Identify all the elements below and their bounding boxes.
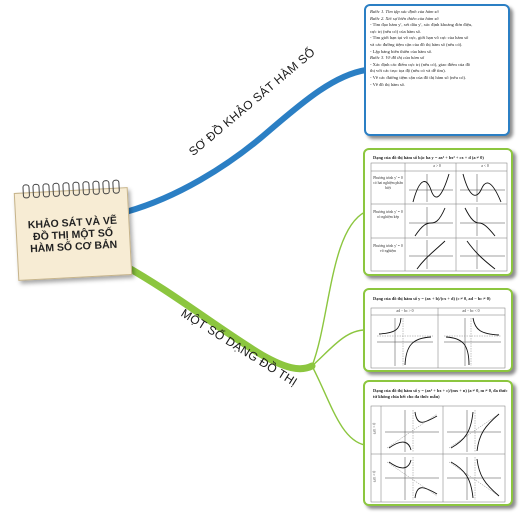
upper-branch-curve: [115, 67, 369, 217]
connector-frac2-box: [311, 365, 366, 446]
cubic-graphs-box[interactable]: Dạng của đồ thị hàm số bậc ba y = ax³ + …: [363, 148, 513, 276]
step-line: Bước 2. Xét sự biến thiên của hàm số: [370, 15, 439, 21]
cubic-box-title: Dạng của đồ thị hàm số bậc ba y = ax³ + …: [373, 155, 484, 160]
step-line: thị với các trục tọa độ (nếu có và dễ tì…: [370, 68, 446, 74]
cubic-table: [370, 162, 508, 272]
step-line: cực trị (nếu có) của hàm số.: [370, 28, 422, 34]
connector-cubic-box: [311, 211, 366, 367]
frac1-table: [370, 307, 506, 369]
cubic-row-label: Phương trình y' = 0 có nghiệm kép: [373, 210, 403, 219]
step-line: - Xác định các điểm cực trị (nếu có), gi…: [370, 61, 471, 67]
frac2-row-label: a.m < 0: [372, 470, 377, 483]
cubic-col-header: a > 0: [433, 164, 441, 168]
frac1-col-header: ad − bc < 0: [462, 309, 480, 313]
step-line: Bước 3. Vẽ đồ thị của hàm số: [370, 55, 425, 61]
frac2-table: [370, 405, 506, 503]
step-line: - Vẽ đồ thị hàm số.: [370, 81, 406, 87]
cubic-row-label: Phương trình y' = 0 có hai nghiệm phân b…: [373, 176, 403, 190]
steps-box[interactable]: Bước 1. Tìm tập xác định của hàm số Bước…: [364, 4, 510, 136]
central-topic-card[interactable]: KHẢO SÁT VÀ VẼ ĐỒ THỊ MỘT SỐ HÀM SỐ CƠ B…: [13, 179, 133, 281]
step-line: - Tìm giới hạn tại vô cực, giới hạn vô c…: [370, 35, 469, 41]
step-line: - Lập bảng biến thiên của hàm số.: [370, 48, 433, 54]
quadratic-fraction-graphs-box[interactable]: Dạng của đồ thị hàm số y = (ax² + bx + c…: [363, 380, 513, 506]
frac1-col-header: ad − bc > 0: [396, 309, 414, 313]
linear-fraction-graphs-box[interactable]: Dạng của đồ thị hàm số y = (ax + b)/(cx …: [363, 288, 513, 372]
step-line: và các đường tiệm cận của đồ thị hàm số …: [370, 41, 463, 47]
central-topic-title: KHẢO SÁT VÀ VẼ ĐỒ THỊ MỘT SỐ HÀM SỐ CƠ B…: [20, 214, 126, 256]
step-line: Bước 1. Tìm tập xác định của hàm số: [370, 9, 439, 14]
lower-branch-curve: [114, 258, 316, 373]
frac1-box-title: Dạng của đồ thị hàm số y = (ax + b)/(cx …: [373, 296, 491, 301]
frac2-row-label: a.m > 0: [372, 422, 377, 435]
frac2-box-title: Dạng của đồ thị hàm số y = (ax² + bx + c…: [373, 388, 508, 399]
cubic-col-header: a < 0: [481, 164, 489, 168]
step-line: - Vẽ các đường tiệm cận của đồ thị hàm s…: [370, 74, 467, 80]
connector-frac1-box: [311, 329, 366, 367]
cubic-row-label: Phương trình y' = 0 vô nghiệm: [373, 244, 403, 253]
step-line: - Tìm đạo hàm y', xét dấu y', xác định k…: [370, 22, 473, 28]
